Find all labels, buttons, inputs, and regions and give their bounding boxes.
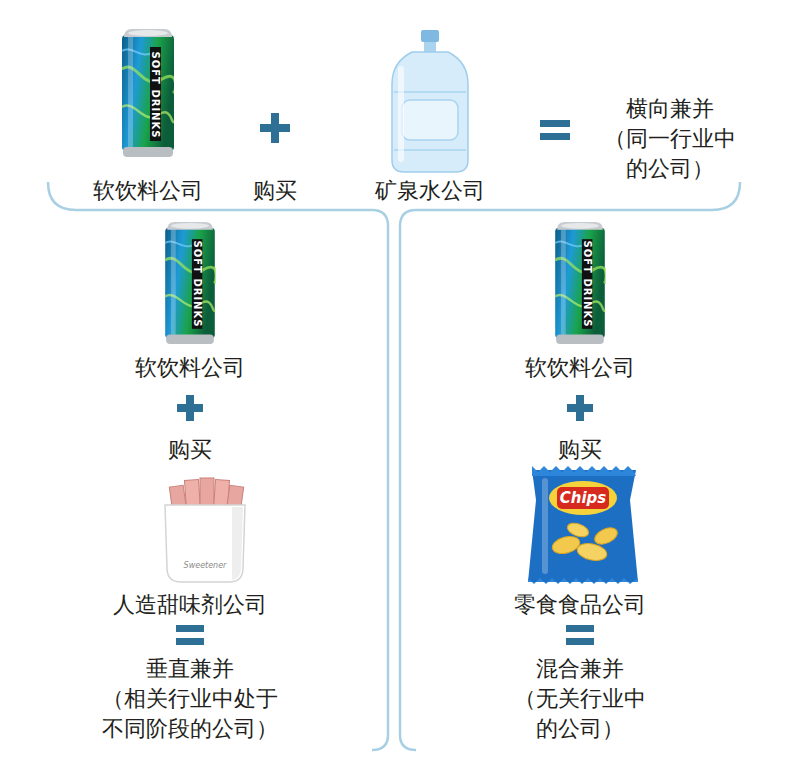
box-print: Sweetener [184, 561, 227, 571]
action-caption: 购买 [90, 435, 290, 465]
merger-note: （相关行业中处于 不同阶段的公司） [90, 684, 290, 744]
merger-type: 混合兼并 [480, 654, 680, 684]
company-caption: 软饮料公司 [90, 353, 290, 383]
merger-note: （无关行业中 的公司） [480, 684, 680, 744]
company-caption: 软饮料公司 [480, 353, 680, 383]
can-print: SOFT DRINKS [191, 241, 203, 328]
company-caption: 零食食品公司 [480, 590, 680, 620]
action-caption: 购买 [480, 435, 680, 465]
can-print: SOFT DRINKS [149, 52, 161, 139]
can-print: SOFT DRINKS [581, 241, 593, 328]
merger-type: 垂直兼并 [90, 654, 290, 684]
company-caption: 软饮料公司 [48, 176, 248, 206]
company-caption: 人造甜味剂公司 [90, 590, 290, 620]
merger-note: （同一行业中 的公司） [570, 124, 770, 184]
company-caption: 矿泉水公司 [330, 176, 530, 206]
action-caption: 购买 [175, 176, 375, 206]
bag-print: Chips [560, 489, 607, 507]
merger-type: 横向兼并 [570, 94, 770, 124]
